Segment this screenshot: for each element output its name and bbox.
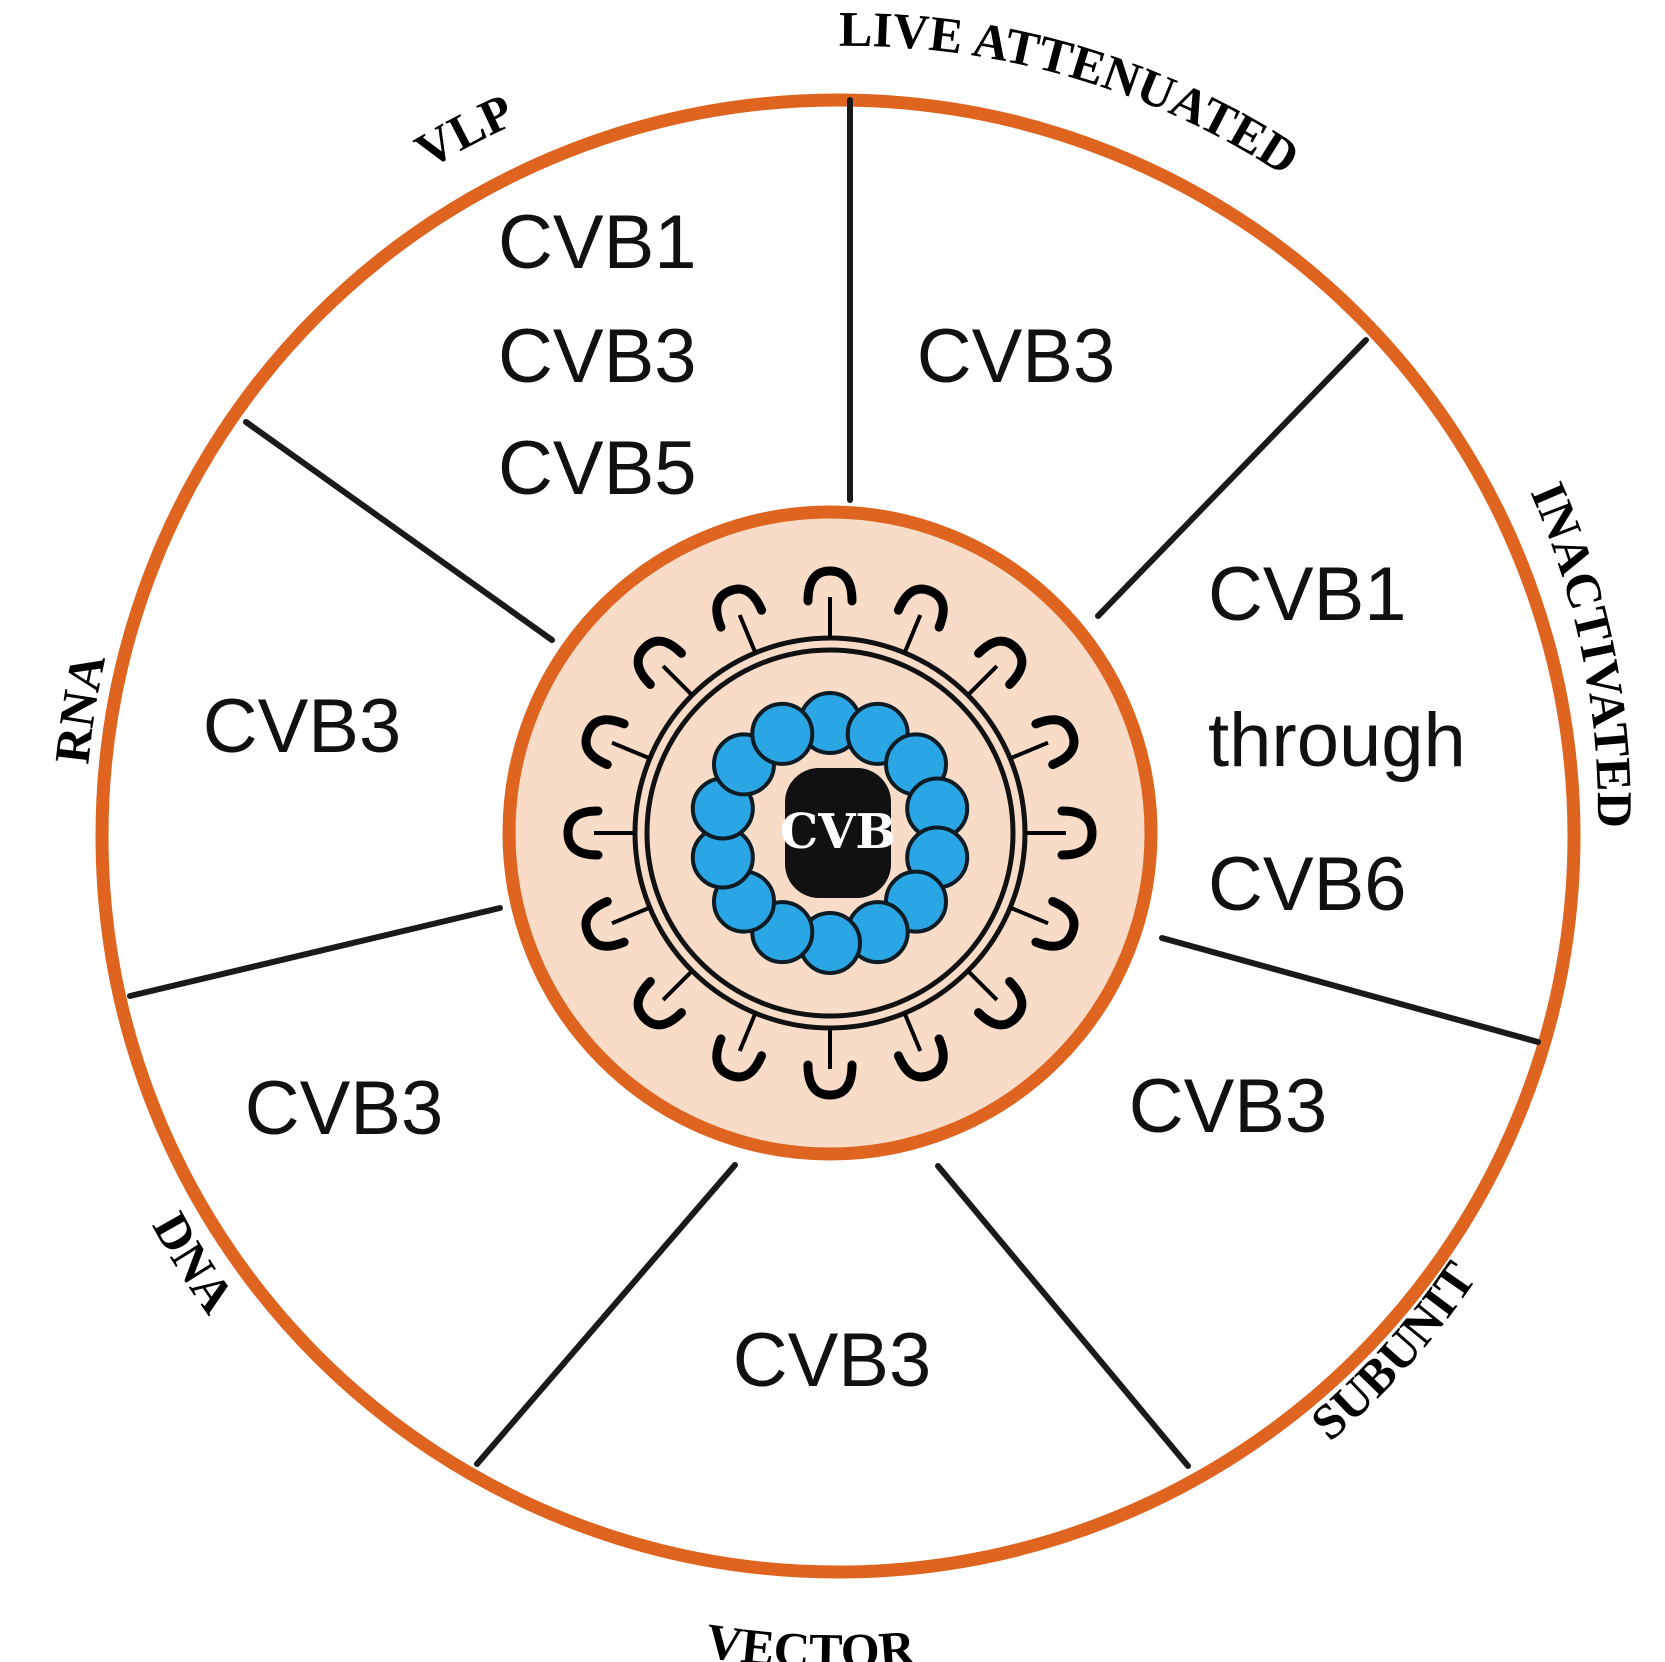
segment-subunit-value: CVB3 (1129, 1064, 1328, 1149)
receptor (1009, 896, 1079, 951)
capsomer (750, 701, 815, 766)
virus-inner-membrane (644, 647, 1016, 1019)
divider-dna-rna (127, 905, 503, 999)
receptor (563, 806, 635, 860)
segment-inactivated-line-3: CVB6 (1208, 842, 1407, 927)
receptor (712, 584, 767, 654)
segment-subunit: CVB3 (1129, 1064, 1328, 1149)
segment-dna-value: CVB3 (245, 1066, 444, 1151)
receptor (966, 969, 1027, 1030)
receptor (1009, 715, 1079, 770)
segment-vlp-line-1: CVB1 (498, 200, 697, 285)
category-label-vlp: VLP (406, 82, 522, 179)
surface-receptors (563, 566, 1097, 1100)
receptor (581, 715, 651, 770)
divider-subunit-vector (935, 1163, 1191, 1469)
segment-live-attenuated: CVB3 (917, 314, 1116, 399)
receptor (893, 1012, 948, 1082)
divider-vector-dna (474, 1162, 738, 1467)
divider-live-inactivated (1095, 337, 1369, 619)
capsid-ring (690, 691, 970, 975)
receptor (581, 896, 651, 951)
category-label-vector: VECTOR (702, 1612, 918, 1662)
segment-inactivated-line-2: through (1208, 698, 1466, 783)
receptor (633, 969, 694, 1030)
receptor (803, 566, 857, 638)
segment-vlp: CVB1 CVB3 CVB5 (498, 200, 697, 511)
receptor (893, 584, 948, 654)
segment-dividers (127, 97, 1541, 1469)
segment-vector-value: CVB3 (733, 1318, 932, 1403)
genome-core (785, 768, 891, 898)
segment-vector: CVB3 (733, 1318, 932, 1403)
receptor (1025, 806, 1097, 860)
segment-dna: CVB3 (245, 1066, 444, 1151)
segment-rna-value: CVB3 (203, 684, 402, 769)
receptor (803, 1028, 857, 1100)
segment-inactivated: CVB1 through CVB6 (1208, 552, 1466, 927)
virus-illustration: CVB (563, 566, 1097, 1100)
receptor (633, 636, 694, 697)
segment-vlp-line-2: CVB3 (498, 314, 697, 399)
divider-inactivated-subunit (1159, 935, 1541, 1045)
receptor (712, 1012, 767, 1082)
segment-inactivated-line-1: CVB1 (1208, 552, 1407, 637)
segment-vlp-line-3: CVB5 (498, 426, 697, 511)
virus-core-label: CVB (780, 804, 896, 860)
segment-live-attenuated-value: CVB3 (917, 314, 1116, 399)
segment-rna: CVB3 (203, 684, 402, 769)
receptor (966, 636, 1027, 697)
divider-rna-vlp (243, 419, 555, 643)
